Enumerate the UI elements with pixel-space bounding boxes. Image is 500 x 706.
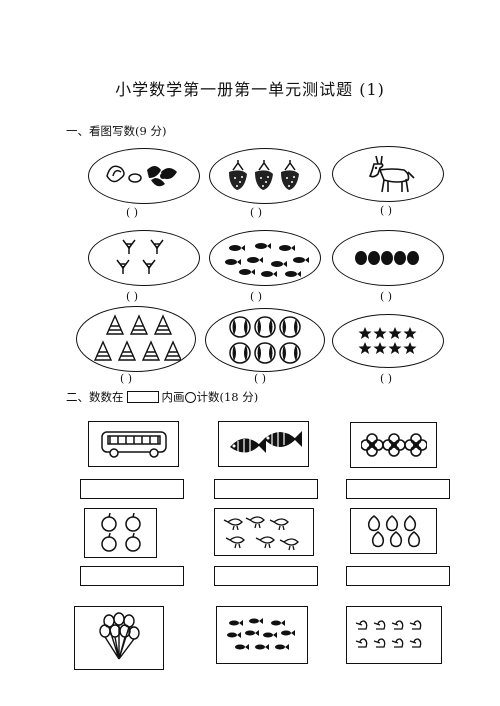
fish-icon — [229, 431, 302, 455]
picture-box-balloons — [74, 606, 164, 670]
picture-box-fish — [218, 421, 309, 467]
answer-parentheses[interactable]: ( ) — [249, 290, 263, 303]
answer-parentheses[interactable]: ( ) — [379, 204, 393, 217]
section-2-heading-part1: 二、数数在 — [66, 390, 124, 404]
chicken-icon — [223, 516, 299, 551]
answer-parentheses[interactable]: ( ) — [253, 372, 267, 385]
drawing-answer-box[interactable] — [346, 479, 450, 499]
oval-stars — [332, 314, 444, 368]
picture-box-apples — [84, 508, 157, 558]
picture-box-flowers — [350, 422, 437, 468]
oval-small-fish — [209, 230, 321, 286]
drawing-answer-box[interactable] — [346, 566, 450, 586]
fish-icon — [225, 243, 309, 277]
picture-box-fish-school — [216, 606, 308, 664]
balloon-icon — [99, 612, 140, 660]
answer-parentheses[interactable]: ( ) — [125, 290, 139, 303]
flower-icon — [360, 433, 427, 457]
cone-icon — [93, 314, 181, 361]
strawberry-icon — [229, 160, 299, 190]
oval-strawberries — [209, 148, 321, 204]
peach-icon — [367, 515, 420, 548]
picture-box-chickens — [214, 508, 314, 556]
picture-box-ducks — [346, 606, 442, 664]
apple-icon — [100, 513, 141, 552]
drawing-answer-box[interactable] — [80, 479, 184, 499]
bird-icon — [116, 239, 164, 274]
bead-icon — [355, 251, 419, 265]
worksheet-title: 小学数学第一册第一单元测试题 (1) — [115, 80, 385, 99]
oval-beads — [332, 230, 444, 286]
answer-parentheses[interactable]: ( ) — [249, 206, 263, 219]
picture-box-bus — [88, 421, 179, 467]
section-2-heading-part2: 内画 — [161, 390, 185, 404]
drawing-answer-box[interactable] — [80, 566, 184, 586]
oval-balls — [205, 308, 325, 372]
oval-butterflies — [88, 148, 200, 204]
butterfly-icon — [106, 165, 177, 187]
answer-parentheses[interactable]: ( ) — [119, 372, 133, 385]
answer-parentheses[interactable]: ( ) — [379, 372, 393, 385]
section-2-heading-part3: 计数(18 分) — [196, 390, 259, 404]
oval-birds — [88, 230, 200, 286]
oval-cones — [76, 306, 196, 372]
duck-icon — [355, 620, 422, 648]
rectangle-icon — [126, 391, 159, 403]
drawing-answer-box[interactable] — [214, 566, 318, 586]
fish-icon — [227, 618, 295, 650]
donkey-icon — [368, 155, 415, 193]
circle-icon — [184, 391, 196, 403]
oval-donkey — [332, 146, 444, 202]
answer-parentheses[interactable]: ( ) — [125, 206, 139, 219]
picture-box-peaches — [350, 508, 437, 554]
ball-icon — [229, 316, 301, 364]
bus-icon — [100, 431, 167, 458]
drawing-answer-box[interactable] — [214, 479, 318, 499]
section-2-heading: 二、数数在 内画 计数(18 分) — [66, 389, 258, 405]
star-icon — [358, 327, 417, 354]
answer-parentheses[interactable]: ( ) — [379, 290, 393, 303]
section-1-heading: 一、看图写数(9 分) — [66, 124, 167, 138]
